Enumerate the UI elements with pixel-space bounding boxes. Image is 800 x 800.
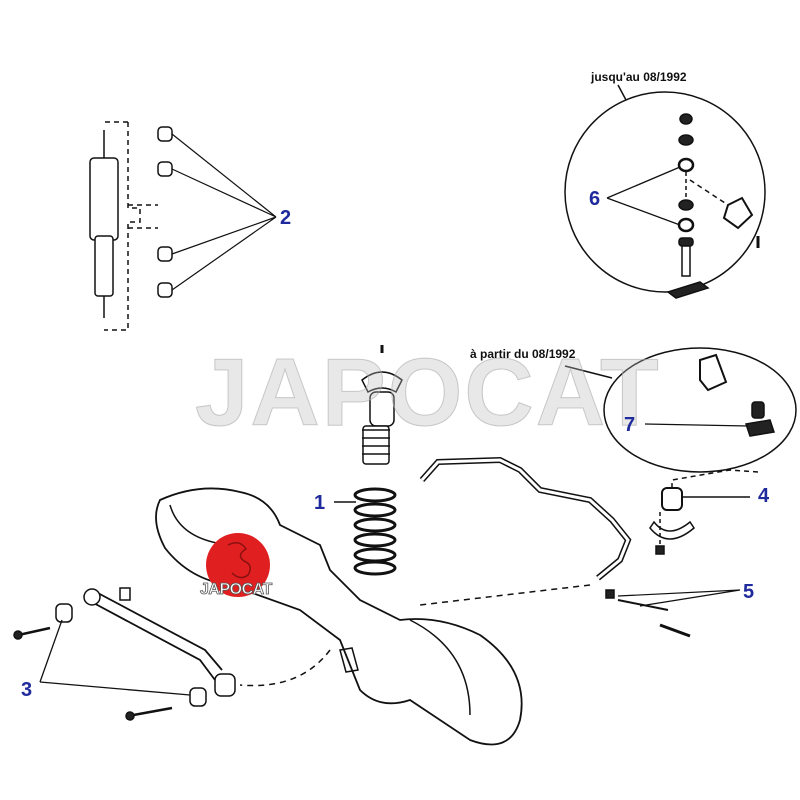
bushing-set bbox=[157, 126, 173, 298]
detail-circle-late bbox=[564, 347, 797, 490]
callout-1: 1 bbox=[314, 492, 326, 514]
callout-3: 3 bbox=[21, 679, 33, 701]
rear-axle bbox=[155, 487, 523, 746]
caption-until-1992: jusqu'au 08/1992 bbox=[591, 70, 687, 84]
callout-7: 7 bbox=[624, 414, 636, 436]
coil-spring bbox=[334, 345, 403, 576]
stabilizer-bar bbox=[419, 456, 632, 606]
trailing-arm bbox=[13, 587, 236, 721]
bolts bbox=[605, 589, 741, 638]
detail-circle-early bbox=[564, 84, 766, 299]
callout-5: 5 bbox=[743, 581, 755, 603]
callout-2: 2 bbox=[280, 207, 292, 229]
stabilizer-bushing bbox=[649, 487, 750, 555]
japocat-logo bbox=[206, 533, 270, 597]
callout-6: 6 bbox=[589, 188, 601, 210]
caption-from-1992: à partir du 08/1992 bbox=[470, 347, 576, 361]
callout-4: 4 bbox=[758, 485, 770, 507]
shock-absorber bbox=[89, 121, 277, 331]
logo-text: JAPOCAT bbox=[200, 581, 273, 599]
